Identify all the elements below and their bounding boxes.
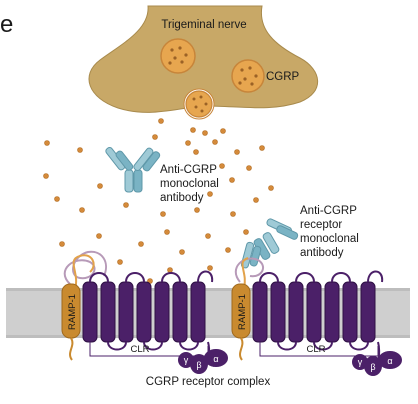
receptor-complex-left: RAMP-1 CLR γ β α [61,250,228,374]
svg-text:β: β [370,362,375,372]
g-protein-right: γ β α [352,351,402,376]
svg-text:α: α [387,356,392,366]
svg-text:β: β [196,360,201,370]
anti-cgrp-mab-label: Anti-CGRP monoclonal antibody [160,164,222,204]
svg-text:γ: γ [184,355,189,365]
clr-label-right: CLR [306,344,325,355]
clr-label-left: CLR [130,344,149,355]
ramp1-label-right: RAMP-1 [237,294,248,330]
receptor-complex-right: RAMP-1 CLR γ β α [231,257,402,376]
panel-letter: e [0,11,13,38]
anti-receptor-antibody-icon [240,218,299,269]
svg-text:α: α [213,354,218,364]
receptor-complex-caption: CGRP receptor complex [146,376,271,388]
vesicle-releasing [183,88,215,120]
anti-receptor-mab-label: Anti-CGRP receptor monoclonal antibody [300,205,362,259]
vesicle-right [231,59,265,93]
vesicle-left [160,38,196,74]
anti-cgrp-antibody-icon [105,147,161,193]
nerve-label: Trigeminal nerve [161,19,246,31]
g-protein-left: γ β α [178,349,228,374]
ramp1-label-left: RAMP-1 [67,294,78,330]
svg-text:γ: γ [358,357,363,367]
cgrp-label: CGRP [266,71,300,83]
